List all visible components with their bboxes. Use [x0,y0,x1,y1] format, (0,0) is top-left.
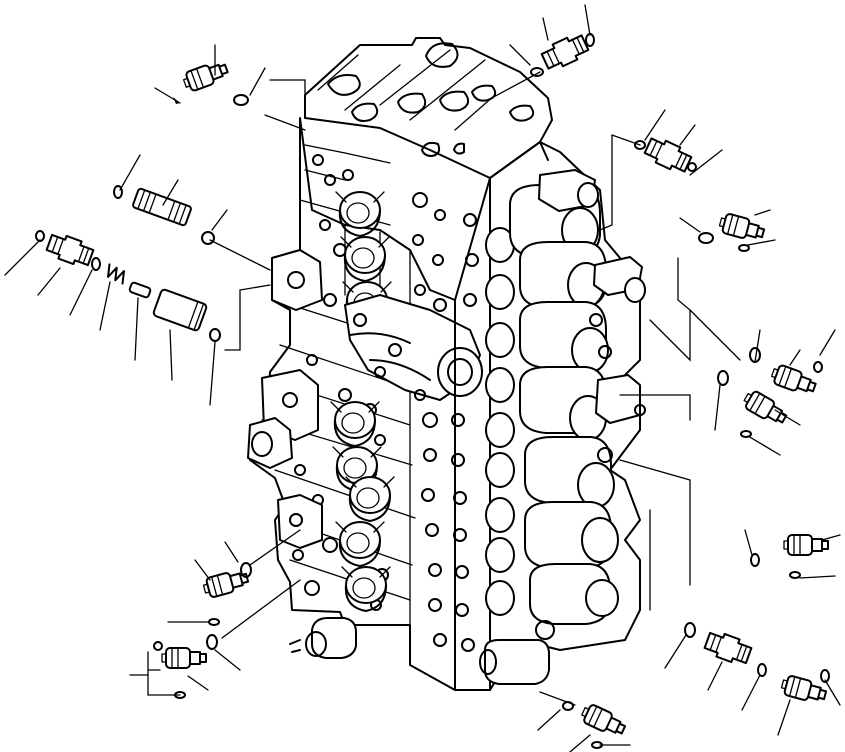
elbow-fitting-top-left [180,58,231,94]
sleeve-rod [132,187,192,227]
elbow-fitting-right-lower [740,387,791,429]
elbow-fitting-right-mid [768,362,819,398]
valve-top-face [304,37,553,179]
elbow-fitting-lower-left [200,567,251,600]
elbow-fitting-lower-right [783,534,829,556]
elbow-fitting-bottom-left [161,647,207,669]
valve-left-face [249,117,456,691]
valve-body [247,37,646,691]
plug-left [44,230,96,270]
valve-right-face [489,141,641,691]
straight-fitting-bottom-right [702,628,754,668]
reference-brackets [129,79,741,706]
elbow-fitting-bottom-center [578,701,629,740]
straight-fitting-right-upper [641,133,695,177]
cartridge [152,288,208,332]
poppet [128,281,152,299]
spring [107,263,125,285]
oring-top-left [233,94,249,106]
elbow-fitting-right-upper [716,211,767,244]
